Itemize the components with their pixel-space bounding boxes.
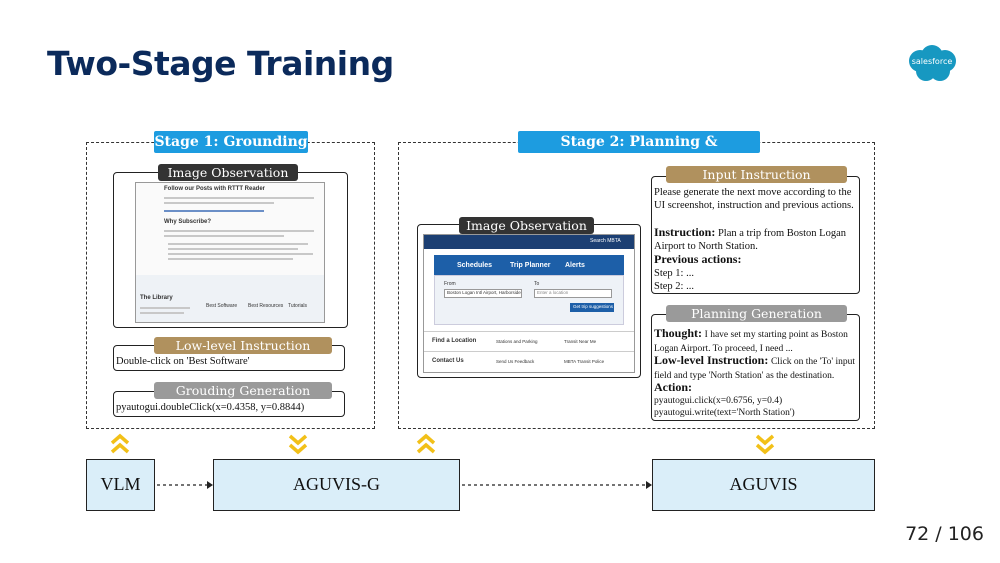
action-2: pyautogui.write(text='North Station') [654, 408, 795, 418]
arrow-vlm-to-aguvis-g [157, 481, 213, 489]
ss2-to: To [534, 281, 540, 287]
ss2-search: Search MBTA [590, 238, 621, 244]
low-level-instruction-text: Double-click on 'Best Software' [116, 356, 250, 367]
ss2-link-1: Stations and Parking [496, 339, 538, 344]
vlm-box: VLM [86, 459, 155, 511]
ss1-heading: Follow our Posts with RTTT Reader [164, 186, 266, 192]
stage2-screenshot: Search MBTA Schedules Trip Planner Alert… [423, 234, 635, 373]
stage1-image-observation-tag: Image Observation [158, 164, 298, 181]
instruction-key: Instruction: [654, 225, 716, 239]
ss2-link-2: Transit Near Me [564, 339, 597, 344]
lli-key: Low-level Instruction: [654, 353, 769, 367]
planning-generation-tag: Planning Generation [666, 305, 847, 322]
previous-actions-key: Previous actions: [654, 252, 742, 266]
ss1-card-3: Tutorials [288, 303, 307, 309]
ss2-tab-alerts: Alerts [565, 262, 585, 269]
stage2-image-observation-tag: Image Observation [459, 217, 594, 234]
instruction-value: Plan a trip from Boston Logan Airport to… [654, 228, 846, 252]
grounding-generation-tag: Grouding Generation [154, 382, 332, 399]
ss1-footer-title: The Library [140, 295, 173, 301]
step-1: Step 1: ... [654, 268, 694, 279]
chevron-down-icon [755, 434, 775, 455]
ss2-tab-schedules: Schedules [457, 262, 493, 269]
input-instruction-text: Please generate the next move according … [654, 187, 854, 211]
ss2-to-value: Enter a location [537, 290, 569, 295]
ss2-find-location: Find a Location [432, 338, 477, 344]
step-2: Step 2: ... [654, 281, 694, 292]
ss2-contact-us: Contact Us [432, 358, 464, 364]
salesforce-logo-icon [909, 45, 956, 81]
slide-title: Two-Stage Training [47, 44, 394, 83]
chevron-up-icon [110, 433, 130, 454]
thought-key: Thought: [654, 326, 703, 340]
thought-value: I have set my starting point as Boston L… [654, 330, 848, 354]
arrow-aguvis-g-to-aguvis [462, 481, 652, 489]
ss2-link-4: MBTA Transit Police [564, 359, 605, 364]
ss1-section: Why Subscribe? [164, 219, 212, 225]
action-key: Action: [654, 380, 692, 394]
stage2-label: Stage 2: Planning & Reasoning [518, 131, 760, 172]
input-instruction-box [651, 176, 860, 294]
ss2-tab-trip-planner: Trip Planner [510, 262, 551, 269]
chevron-up-icon [416, 433, 436, 454]
page-number: 72 / 106 [905, 523, 984, 545]
lli-line: Low-level Instruction: Click on the 'To'… [654, 354, 858, 383]
ss2-from-value: Boston Logan Intl Airport, Harborside [447, 290, 521, 295]
aguvis-box: AGUVIS [652, 459, 875, 511]
lli-value: Click on the 'To' input field and type '… [654, 357, 855, 381]
aguvis-g-box: AGUVIS-G [213, 459, 460, 511]
ss1-card-1: Best Software [206, 303, 238, 309]
ss2-link-3: Send Us Feedback [496, 359, 535, 364]
chevron-down-icon [288, 434, 308, 455]
ss2-button: Get trip suggestions [573, 304, 614, 309]
stage1-screenshot: Follow our Posts with RTTT Reader Why Su… [135, 182, 325, 323]
thought-line: Thought: I have set my starting point as… [654, 327, 858, 356]
grounding-generation-text: pyautogui.doubleClick(x=0.4358, y=0.8844… [116, 402, 305, 413]
ss1-card-2: Best Resources [248, 303, 284, 309]
low-level-instruction-tag: Low-level Instruction [154, 337, 332, 354]
logo-text: salesforce [911, 57, 953, 66]
action-1: pyautogui.click(x=0.6756, y=0.4) [654, 396, 783, 406]
ss2-from: From [444, 281, 456, 287]
instruction-line: Instruction: Plan a trip from Boston Log… [654, 226, 858, 253]
input-instruction-tag: Input Instruction [666, 166, 847, 183]
stage1-label: Stage 1: Grounding [154, 131, 308, 153]
